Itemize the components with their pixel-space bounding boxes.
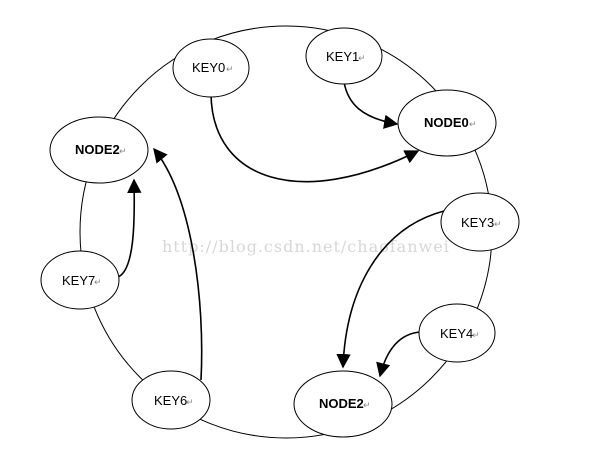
key7-node: KEY7 ↵ [40,250,120,310]
key4-node: KEY4 ↵ [418,303,496,363]
node0-label: NODE0 [424,115,469,130]
return-mark: ↵ [469,120,477,130]
edge-key4-node2-bottom [376,331,421,378]
return-mark: ↵ [494,220,502,230]
return-mark: ↵ [119,147,127,157]
node2-bottom-label: NODE2 [319,396,364,411]
return-mark: ↵ [472,331,480,341]
node2-left-node: NODE2 ↵ [49,116,149,184]
key1-label: KEY1 [326,49,359,64]
key1-node: KEY1 ↵ [305,27,383,85]
edge-key0-node0 [210,93,420,183]
key3-label: KEY3 [461,215,494,230]
key4-label: KEY4 [440,326,473,341]
key7-label: KEY7 [62,273,95,288]
key6-node: KEY6 ↵ [131,370,211,430]
return-mark: ↵ [358,54,366,64]
return-mark: ↵ [94,278,102,288]
key6-label: KEY6 [154,393,187,408]
hash-ring [79,25,493,439]
return-mark: ↵ [226,65,234,75]
key0-label: KEY0 [192,60,225,75]
key0-node: KEY0 ↵ [172,38,250,98]
edge-key6-node2-left [153,147,203,381]
watermark: http://blog.csdn.net/chaofanwei [162,237,450,256]
node0-node: NODE0 ↵ [397,89,497,157]
return-mark: ↵ [186,398,194,408]
return-mark: ↵ [363,401,371,411]
node2-bottom-node: NODE2 ↵ [293,370,393,438]
edge-key1-node0 [343,81,399,129]
node2-left-label: NODE2 [75,142,120,157]
key3-node: KEY3 ↵ [440,192,520,252]
edge-key3-node2-bottom [336,210,445,369]
edges [117,81,445,381]
edge-key7-node2-left [117,178,142,278]
